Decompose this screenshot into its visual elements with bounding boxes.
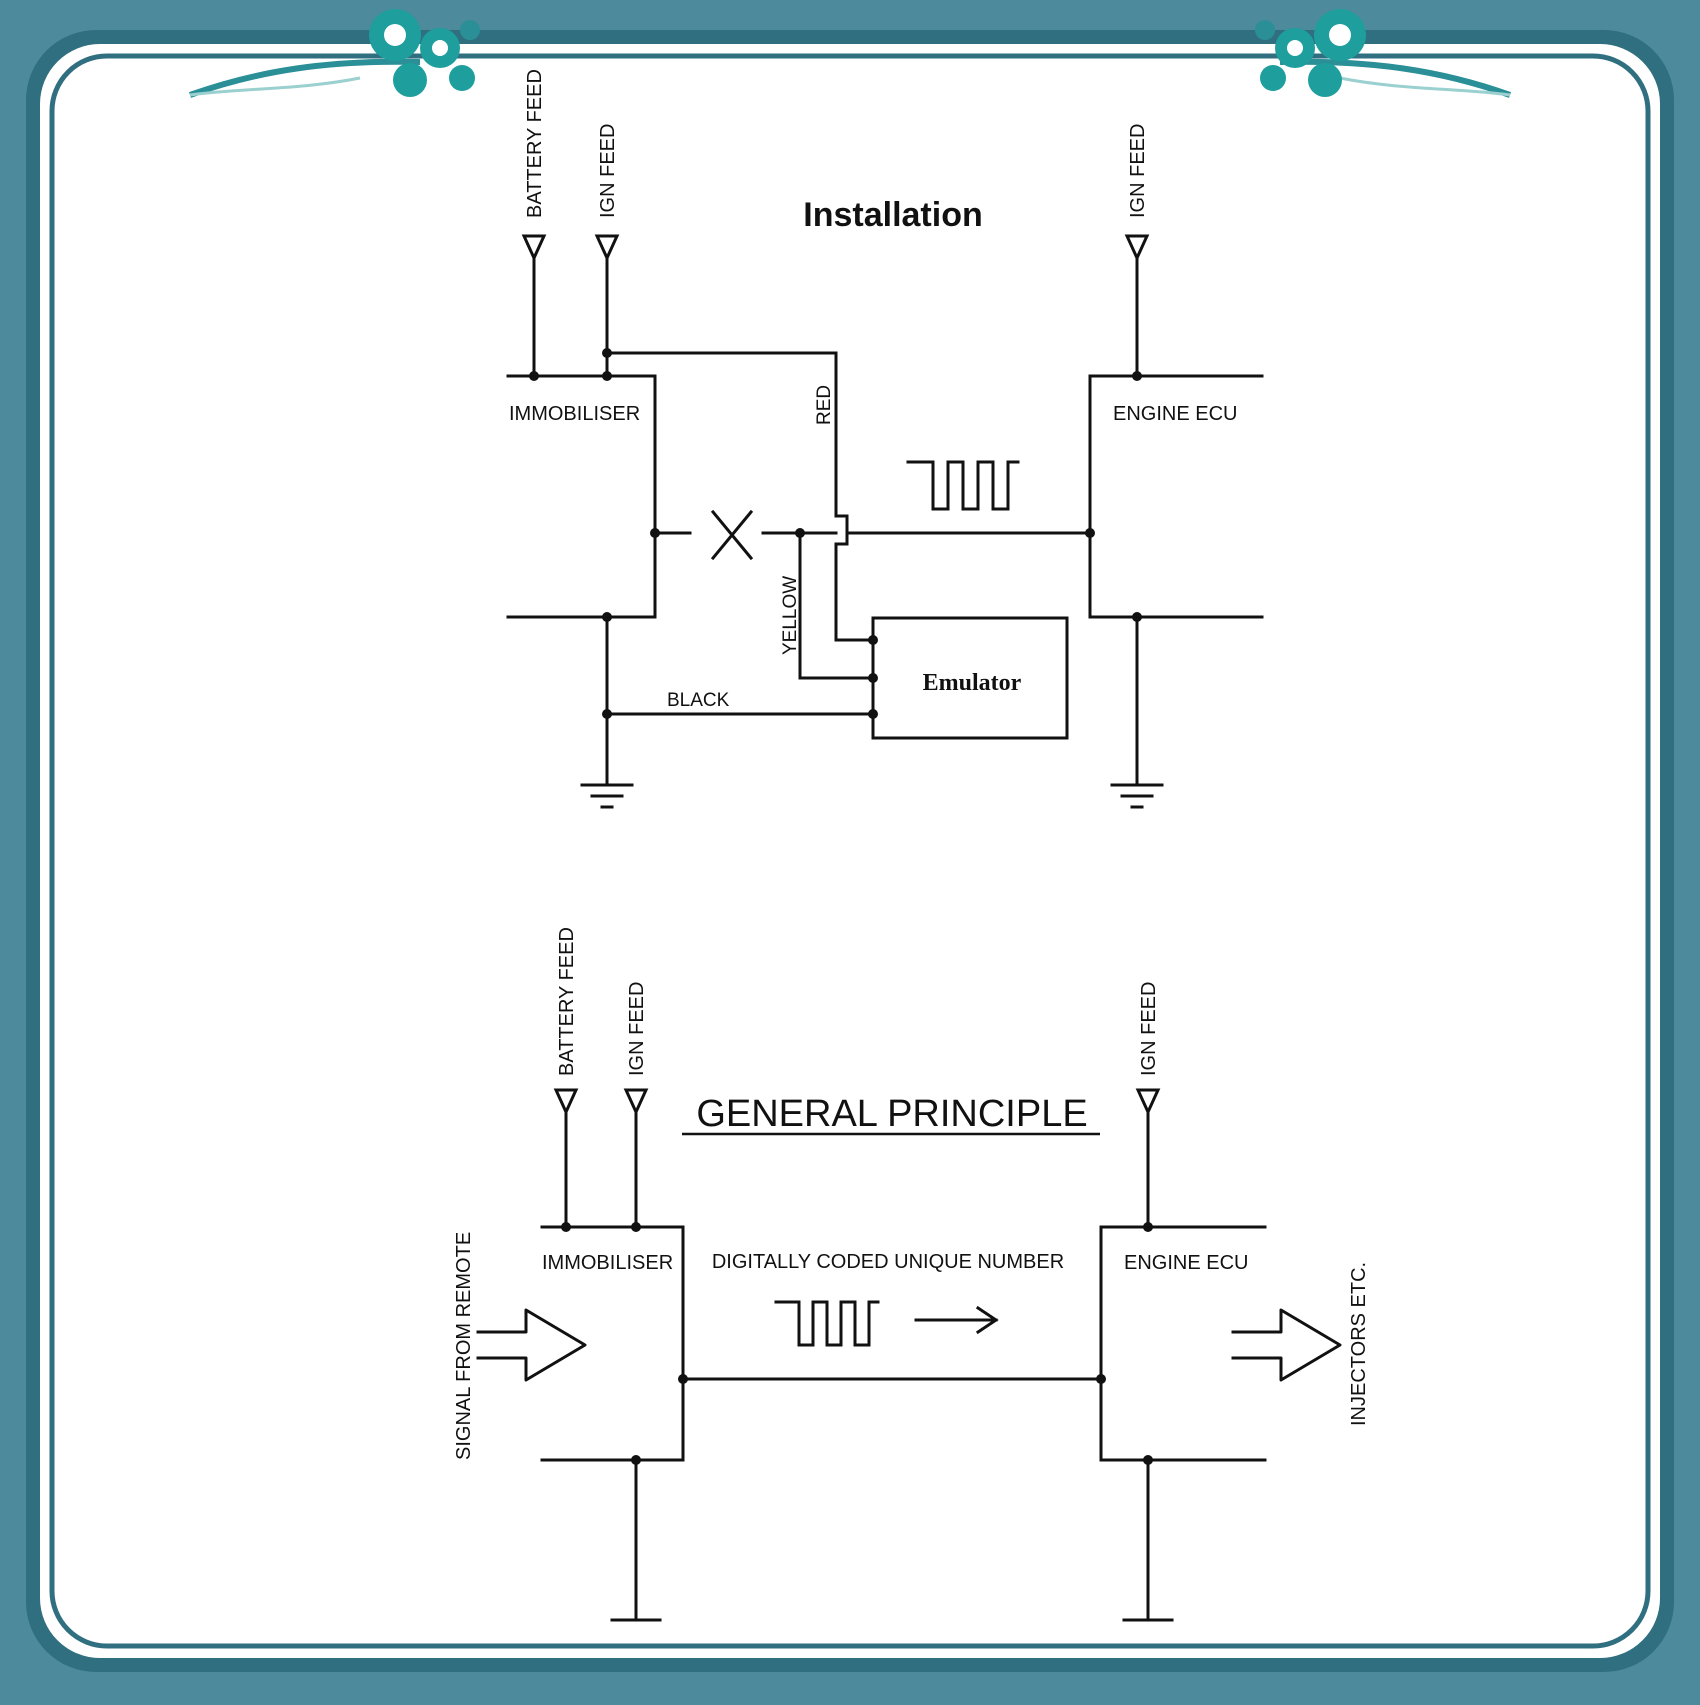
installation-title: Installation (803, 196, 982, 234)
general-principle-title: GENERAL PRINCIPLE (696, 1093, 1087, 1135)
gp-ign-feed-right-label: IGN FEED (1138, 982, 1160, 1076)
gp-output-label: INJECTORS ETC. (1348, 1262, 1370, 1426)
gp-input-label: SIGNAL FROM REMOTE (453, 1232, 475, 1460)
ecu-ground-symbol-icon (1110, 783, 1164, 809)
ornament-left (188, 9, 480, 98)
immobiliser-outline (506, 374, 657, 619)
gp-ecu-outline (1099, 1225, 1267, 1462)
immobiliser-label: IMMOBILISER (509, 403, 640, 425)
red-wire (605, 351, 875, 642)
ign-feed-right-label: IGN FEED (1127, 124, 1149, 218)
gp-engine-ecu-label: ENGINE ECU (1124, 1252, 1248, 1274)
gp-immobiliser-outline (540, 1225, 685, 1462)
yellow-wire-label: YELLOW (780, 576, 801, 655)
gp-ign-feed-arrow-icon (623, 1088, 649, 1116)
battery-feed-arrow-icon (521, 234, 547, 262)
battery-feed-label: BATTERY FEED (524, 69, 546, 218)
gp-direction-arrow-icon (914, 1305, 999, 1335)
gp-ign-feed-left-label: IGN FEED (626, 982, 648, 1076)
gp-input-arrow-icon (476, 1308, 587, 1382)
general-principle-diagram: GENERAL PRINCIPLE BATTERY FEED IGN FEED … (453, 927, 1370, 1622)
engine-ecu-label: ENGINE ECU (1113, 403, 1237, 425)
gp-pulse-waveform-icon (774, 1300, 880, 1347)
installation-diagram: Installation BATTERY FEED IGN FEED IGN F… (506, 69, 1264, 809)
ground-symbol-icon (580, 783, 634, 809)
ecu-outline (1088, 374, 1264, 619)
ign-feed-left-label: IGN FEED (597, 124, 619, 218)
junction-dots (529, 348, 1142, 719)
gp-immobiliser-label: IMMOBILISER (542, 1252, 673, 1274)
gp-junction-dots (561, 1222, 1153, 1465)
gp-signal-caption: DIGITALLY CODED UNIQUE NUMBER (712, 1251, 1064, 1273)
ecu-ign-feed-arrow-icon (1124, 234, 1150, 262)
ign-feed-arrow-icon (594, 234, 620, 262)
yellow-wire (798, 531, 875, 680)
gp-battery-feed-label: BATTERY FEED (556, 927, 578, 1076)
gp-ecu-ign-feed-arrow-icon (1135, 1088, 1161, 1116)
red-wire-label: RED (814, 385, 835, 425)
emulator-label: Emulator (923, 670, 1022, 696)
pulse-waveform-icon (906, 460, 1020, 511)
cut-mark-icon (710, 509, 754, 561)
ornament-right (1255, 9, 1512, 98)
gp-output-arrow-icon (1231, 1308, 1342, 1382)
gp-battery-feed-arrow-icon (553, 1088, 579, 1116)
black-wire-label: BLACK (667, 690, 730, 711)
